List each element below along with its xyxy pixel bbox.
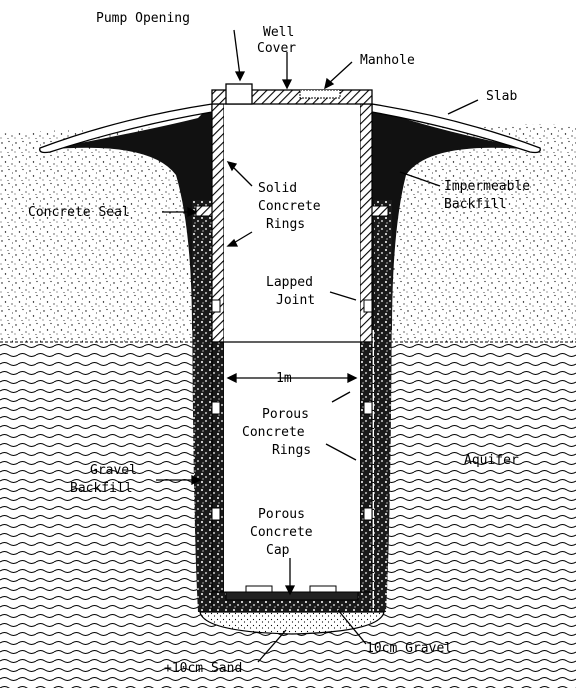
label-impermeable-1: Impermeable xyxy=(444,179,530,194)
porous-ring-wall-left xyxy=(211,341,225,593)
label-impermeable-2: Backfill xyxy=(444,197,507,212)
label-slab: Slab xyxy=(486,89,517,104)
cap-block-right xyxy=(309,585,337,593)
well-shaft xyxy=(224,104,360,592)
label-diameter: 1m xyxy=(276,371,292,386)
gravel-backfill xyxy=(192,200,212,612)
label-well-cover-1: Well xyxy=(263,25,294,40)
label-porous-rings-2: Concrete xyxy=(242,425,305,440)
label-aquifer: Aquifer xyxy=(464,453,519,468)
lapped-joints xyxy=(211,299,373,521)
label-solid-rings-2: Concrete xyxy=(258,199,321,214)
label-porous-cap-2: Concrete xyxy=(250,525,313,540)
label-sand-layer: +10cm Sand xyxy=(164,661,242,676)
porous-concrete-cap xyxy=(225,591,359,601)
porous-ring-wall-right xyxy=(359,341,373,593)
concrete-seal-right xyxy=(371,205,389,217)
label-pump-opening: Pump Opening xyxy=(96,11,190,26)
label-lapped-joint-1: Lapped xyxy=(266,275,313,290)
label-porous-rings-1: Porous xyxy=(262,407,309,422)
impermeable-backfill-right xyxy=(372,108,536,330)
label-solid-rings-1: Solid xyxy=(258,181,297,196)
gravel-backfill-right xyxy=(374,200,392,612)
concrete-seal xyxy=(195,205,213,217)
slab-right xyxy=(371,103,541,154)
label-gravel-layer: 10cm Gravel xyxy=(366,641,452,656)
label-well-cover-2: Cover xyxy=(257,41,296,56)
label-lapped-joint-2: Joint xyxy=(276,293,315,308)
slab xyxy=(39,103,213,154)
label-porous-cap-1: Porous xyxy=(258,507,305,522)
label-gravel-backfill-1: Gravel xyxy=(90,463,137,478)
leader-lines xyxy=(156,29,479,663)
sand-layer xyxy=(199,611,385,635)
manhole xyxy=(299,89,341,99)
impermeable-backfill xyxy=(44,104,214,330)
label-solid-rings-3: Rings xyxy=(266,217,305,232)
cap-block-left xyxy=(245,585,273,593)
pump-opening xyxy=(225,83,253,105)
label-porous-cap-3: Cap xyxy=(266,543,290,558)
label-porous-rings-3: Rings xyxy=(272,443,311,458)
label-gravel-backfill-2: Backfill xyxy=(70,481,133,496)
label-manhole: Manhole xyxy=(360,53,415,68)
label-concrete-seal: Concrete Seal xyxy=(28,205,130,220)
